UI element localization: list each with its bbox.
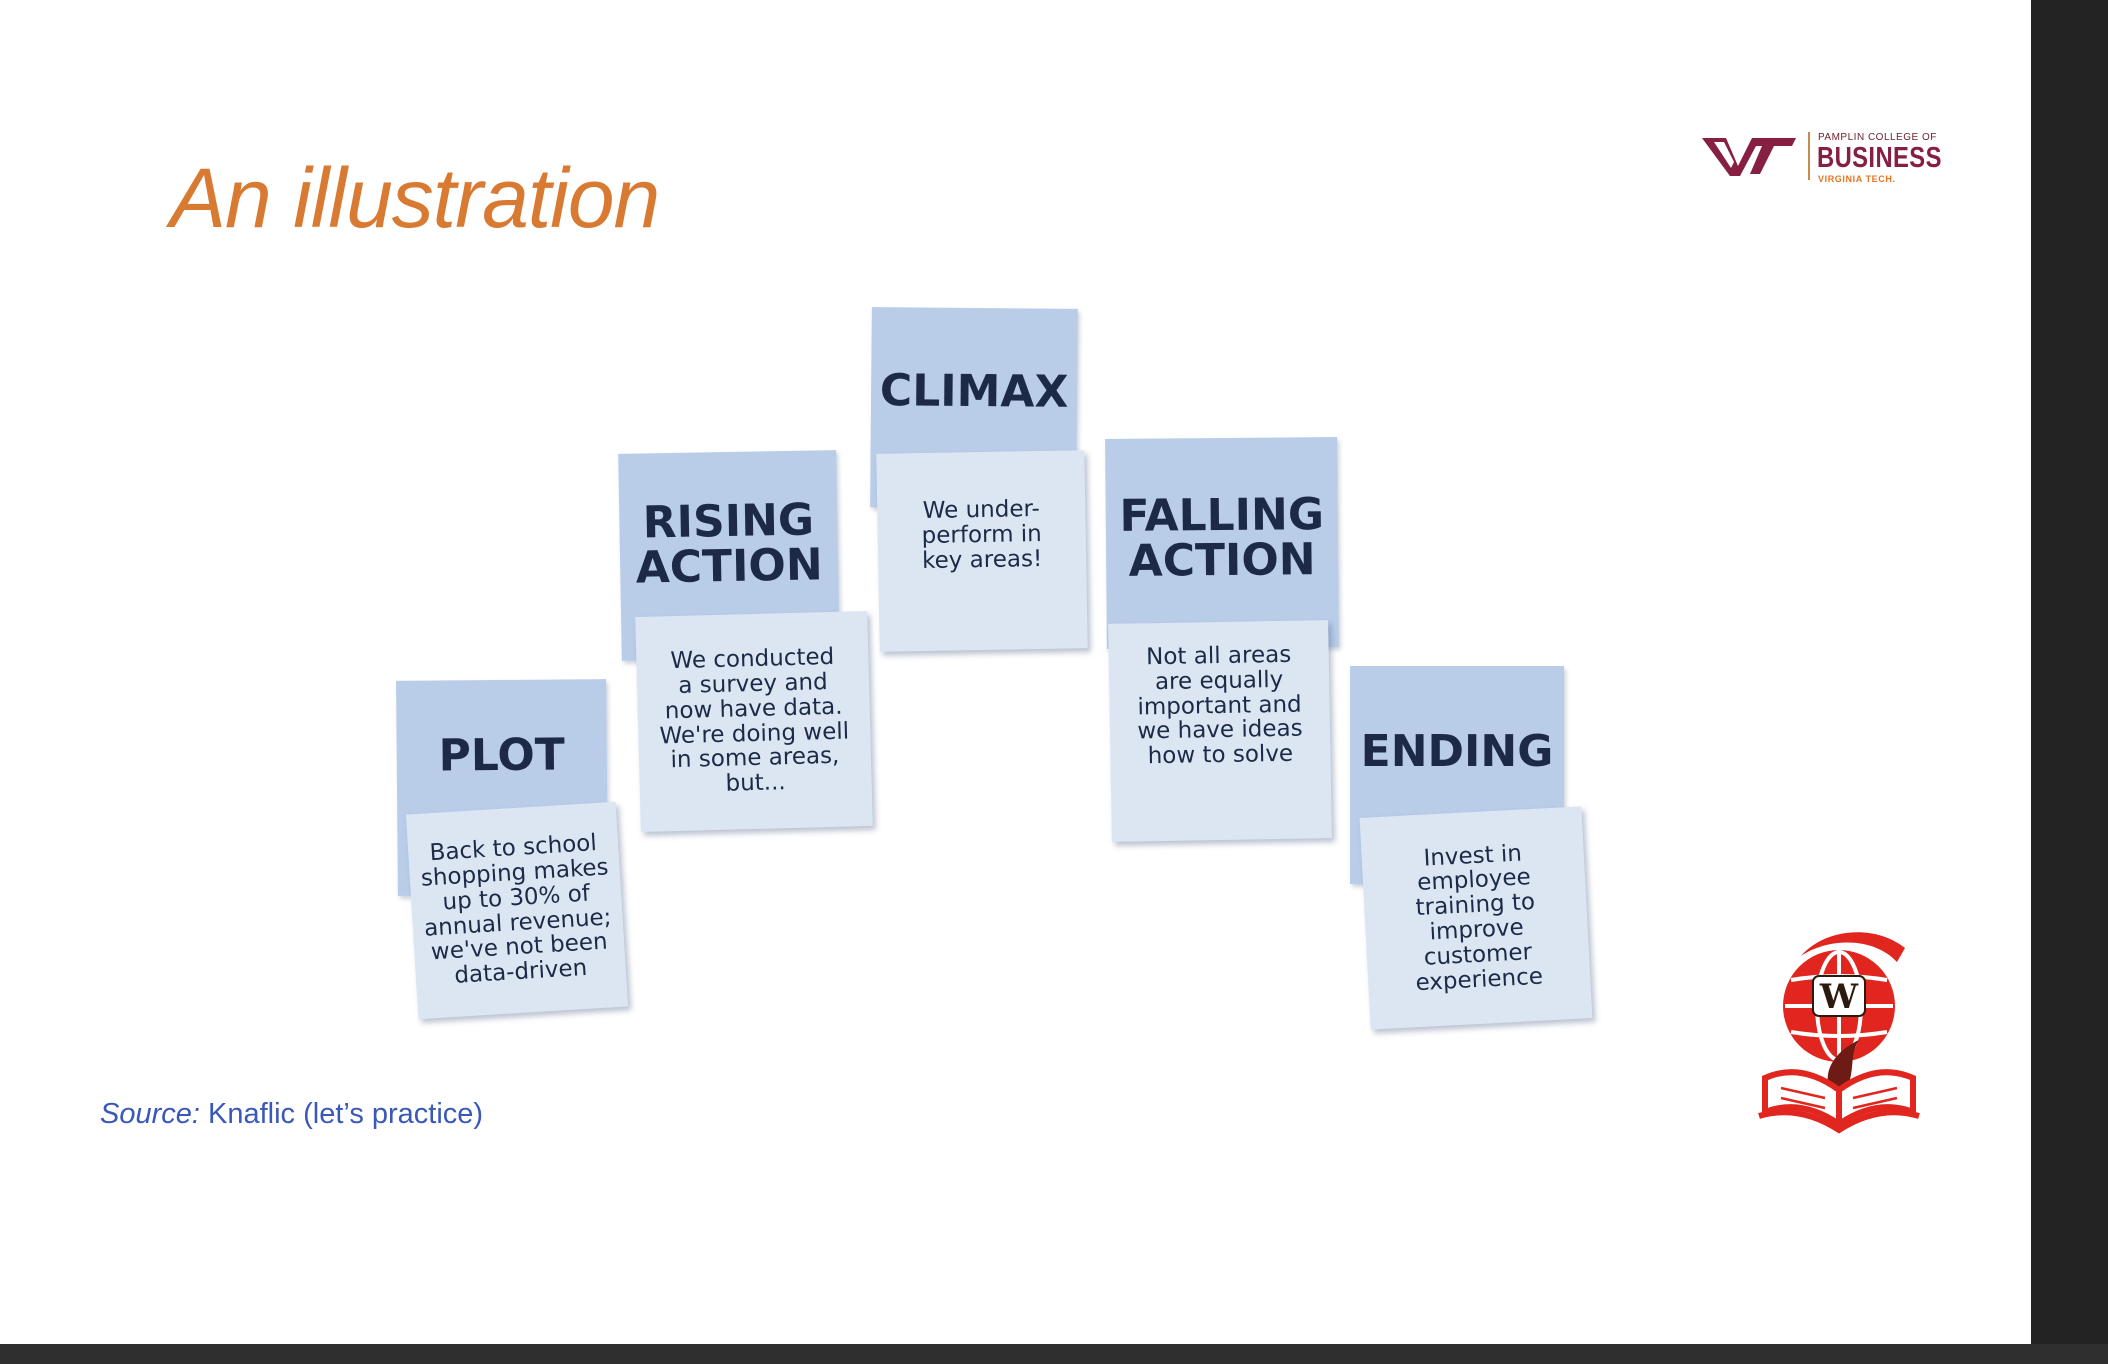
note-line: are equally xyxy=(1154,666,1284,695)
note-line: experience xyxy=(1414,963,1544,996)
note-climax-title: CLIMAX xyxy=(879,365,1069,418)
note-line: perform in xyxy=(921,520,1042,549)
note-falling-body: Not all areas are equally important and … xyxy=(1108,620,1332,842)
note-ending-body: Invest in employee training to improve c… xyxy=(1359,806,1593,1030)
note-line: how to solve xyxy=(1147,741,1294,770)
note-plot-body: Back to school shopping makes up to 30% … xyxy=(405,801,629,1020)
vt-pamplin-logo: PAMPLIN COLLEGE OF BUSINESS VIRGINIA TEC… xyxy=(1700,128,1942,186)
source-text: Knaflic (let’s practice) xyxy=(199,1098,484,1130)
source-label: Source: xyxy=(100,1098,200,1130)
note-falling-title-1: FALLING xyxy=(1119,489,1325,542)
logo-divider xyxy=(1808,132,1810,180)
note-rising-title-2: ACTION xyxy=(635,539,824,594)
logo-college-text: PAMPLIN COLLEGE OF xyxy=(1818,132,1937,143)
note-falling-header: FALLING ACTION xyxy=(1105,436,1339,650)
note-falling-title-2: ACTION xyxy=(1128,534,1316,587)
logo-university-text: VIRGINIA TECH. xyxy=(1818,174,1896,184)
note-rising-body: We conducted a survey and now have data.… xyxy=(635,611,873,832)
emblem-letter: W xyxy=(1819,977,1859,1017)
note-plot-title: PLOT xyxy=(438,729,566,782)
source-citation: Source: Knaflic (let’s practice) xyxy=(100,1098,483,1131)
vt-logo-icon xyxy=(1702,138,1796,176)
slide-title: An illustration xyxy=(170,151,660,245)
note-line: We under- xyxy=(922,495,1041,525)
logo-business-text: BUSINESS xyxy=(1817,142,1942,174)
slide: An illustration PAMPLIN COLLEGE OF BUSIN… xyxy=(0,0,2031,1344)
window-edge-bottom xyxy=(0,1344,2108,1364)
note-ending-title: ENDING xyxy=(1360,726,1554,777)
note-climax-body: We under- perform in key areas! xyxy=(876,450,1088,652)
note-line: key areas! xyxy=(921,545,1043,574)
note-line: but... xyxy=(725,769,787,797)
window-edge-right xyxy=(2031,0,2108,1364)
globe-book-emblem-icon: W xyxy=(1758,932,1920,1134)
